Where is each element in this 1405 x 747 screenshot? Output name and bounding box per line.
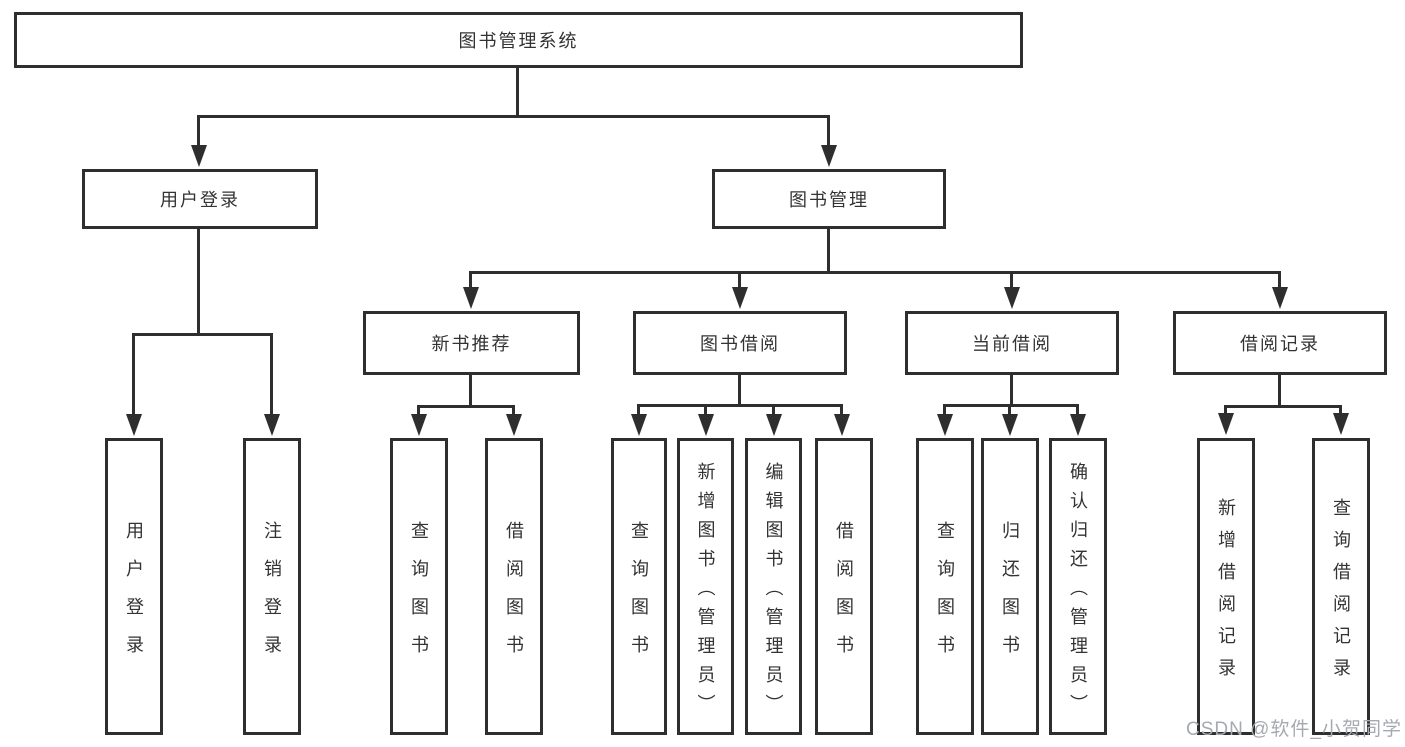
connector-line bbox=[132, 336, 135, 416]
arrow-down-icon bbox=[766, 414, 782, 436]
arrow-down-icon bbox=[463, 287, 479, 309]
leaf-cb-query-book-label: 查询图书 bbox=[935, 520, 955, 673]
leaf-rec-add-record-label: 新增借阅记录 bbox=[1216, 497, 1236, 690]
leaf-logout-label: 注销登录 bbox=[262, 520, 282, 673]
connector-line bbox=[469, 271, 1281, 274]
node-root: 图书管理系统 bbox=[14, 12, 1023, 68]
connector-line bbox=[772, 407, 775, 416]
leaf-bb-borrow-book-label: 借阅图书 bbox=[834, 520, 854, 673]
leaf-nb-query-book-label: 查询图书 bbox=[409, 520, 429, 673]
connector-line bbox=[132, 333, 273, 336]
connector-line bbox=[827, 229, 830, 274]
node-user-login: 用户登录 bbox=[82, 169, 318, 229]
connector-line bbox=[270, 336, 273, 416]
leaf-cb-confirm-return-label: 确认归还（管理员） bbox=[1068, 461, 1088, 723]
node-book-borrow: 图书借阅 bbox=[633, 311, 847, 375]
arrow-down-icon bbox=[631, 414, 647, 436]
arrow-down-icon bbox=[1333, 413, 1349, 435]
connector-line bbox=[637, 407, 640, 416]
node-borrow-records-label: 借阅记录 bbox=[1240, 334, 1320, 354]
connector-line bbox=[1076, 407, 1079, 416]
arrow-down-icon bbox=[937, 414, 953, 436]
leaf-bb-add-book: 新增图书（管理员） bbox=[677, 438, 734, 735]
connector-line bbox=[1010, 375, 1013, 407]
leaf-rec-query-record-label: 查询借阅记录 bbox=[1331, 497, 1351, 690]
arrow-down-icon bbox=[1004, 287, 1020, 309]
connector-line bbox=[738, 375, 741, 407]
connector-line bbox=[516, 68, 519, 118]
connector-line bbox=[197, 229, 200, 336]
leaf-cb-query-book: 查询图书 bbox=[916, 438, 974, 735]
node-new-book-recommend-label: 新书推荐 bbox=[431, 334, 512, 354]
connector-line bbox=[1278, 274, 1281, 289]
leaf-logout: 注销登录 bbox=[243, 438, 301, 735]
connector-line bbox=[827, 115, 830, 147]
node-book-management-label: 图书管理 bbox=[789, 190, 869, 210]
node-book-management: 图书管理 bbox=[712, 169, 946, 229]
leaf-bb-edit-book: 编辑图书（管理员） bbox=[745, 438, 802, 735]
connector-line bbox=[738, 274, 741, 289]
arrow-down-icon bbox=[698, 414, 714, 436]
node-user-login-label: 用户登录 bbox=[160, 190, 240, 210]
leaf-user-login: 用户登录 bbox=[105, 438, 163, 735]
leaf-cb-return-book: 归还图书 bbox=[981, 438, 1039, 735]
connector-line bbox=[1010, 274, 1013, 289]
connector-line bbox=[943, 404, 1079, 407]
arrow-down-icon bbox=[506, 414, 522, 436]
arrow-down-icon bbox=[821, 145, 837, 167]
node-root-label: 图书管理系统 bbox=[458, 31, 579, 51]
connector-line bbox=[197, 115, 200, 147]
leaf-rec-query-record: 查询借阅记录 bbox=[1312, 438, 1370, 735]
node-current-borrow-label: 当前借阅 bbox=[972, 334, 1052, 354]
connector-line bbox=[1224, 405, 1342, 408]
connector-line bbox=[1278, 375, 1281, 408]
leaf-bb-add-book-label: 新增图书（管理员） bbox=[695, 461, 716, 723]
leaf-nb-borrow-book-label: 借阅图书 bbox=[504, 520, 524, 673]
connector-line bbox=[1008, 407, 1011, 416]
connector-line bbox=[469, 274, 472, 289]
leaf-nb-query-book: 查询图书 bbox=[390, 438, 448, 735]
arrow-down-icon bbox=[1218, 413, 1234, 435]
node-borrow-records: 借阅记录 bbox=[1173, 311, 1387, 375]
connector-line bbox=[637, 404, 843, 407]
connector-line bbox=[704, 407, 707, 416]
node-current-borrow: 当前借阅 bbox=[905, 311, 1119, 375]
connector-line bbox=[512, 408, 515, 416]
arrow-down-icon bbox=[1272, 287, 1288, 309]
arrow-down-icon bbox=[1002, 414, 1018, 436]
connector-line bbox=[1224, 408, 1227, 415]
node-book-borrow-label: 图书借阅 bbox=[700, 334, 780, 354]
node-new-book-recommend: 新书推荐 bbox=[363, 311, 580, 375]
connector-line bbox=[469, 375, 472, 408]
leaf-bb-query-book: 查询图书 bbox=[611, 438, 667, 735]
leaf-user-login-label: 用户登录 bbox=[124, 520, 144, 673]
leaf-nb-borrow-book: 借阅图书 bbox=[485, 438, 543, 735]
csdn-watermark: CSDN @软件_小贺同学 bbox=[1186, 719, 1402, 740]
connector-line bbox=[840, 407, 843, 416]
connector-line bbox=[943, 407, 946, 416]
connector-line bbox=[417, 408, 420, 416]
arrow-down-icon bbox=[1070, 414, 1086, 436]
leaf-bb-edit-book-label: 编辑图书（管理员） bbox=[763, 461, 784, 723]
arrow-down-icon bbox=[264, 414, 280, 436]
leaf-bb-borrow-book: 借阅图书 bbox=[815, 438, 873, 735]
connector-line bbox=[197, 115, 830, 118]
connector-line bbox=[1339, 408, 1342, 415]
leaf-cb-return-book-label: 归还图书 bbox=[1000, 520, 1020, 673]
arrow-down-icon bbox=[126, 414, 142, 436]
arrow-down-icon bbox=[732, 287, 748, 309]
arrow-down-icon bbox=[411, 414, 427, 436]
leaf-cb-confirm-return: 确认归还（管理员） bbox=[1049, 438, 1107, 735]
leaf-rec-add-record: 新增借阅记录 bbox=[1197, 438, 1255, 735]
leaf-bb-query-book-label: 查询图书 bbox=[629, 520, 649, 673]
connector-line bbox=[417, 405, 515, 408]
arrow-down-icon bbox=[834, 414, 850, 436]
arrow-down-icon bbox=[191, 145, 207, 167]
